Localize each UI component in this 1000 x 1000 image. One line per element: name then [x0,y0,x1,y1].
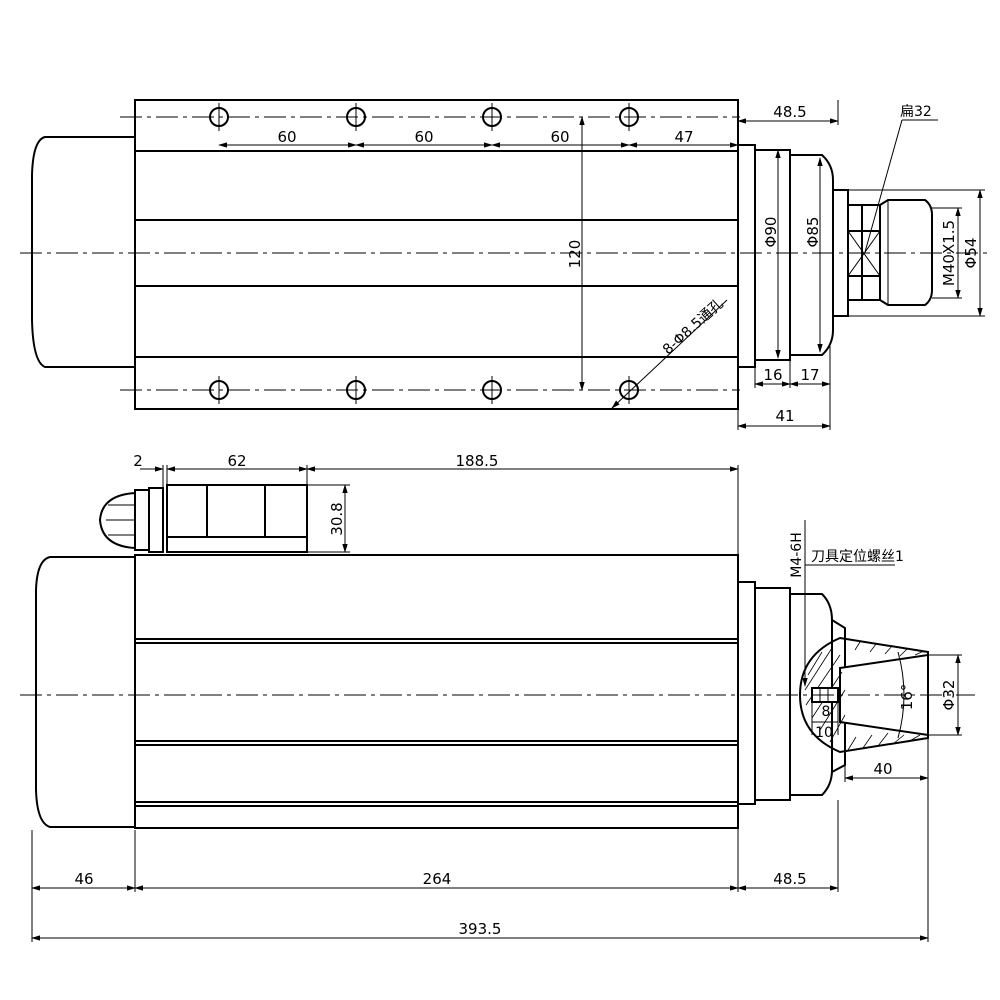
dim-flange-dia: Φ90 [762,217,780,248]
dim-hole-span: 120 [566,240,584,269]
dim-screw-depth: 8 [822,704,831,720]
dim-hole-pitch-3: 60 [550,128,569,146]
mounting-holes [209,103,639,404]
dim-wrench-flat: 扁32 [900,104,932,120]
dim-gap: 2 [133,452,143,470]
dim-rear-cap: 46 [74,870,93,888]
dim-screw-note: 刀具定位螺丝1 [811,549,904,565]
dim-nut-dia: Φ85 [804,217,822,248]
dim-collet-dia: Φ54 [962,238,980,269]
dim-box-length: 62 [227,452,246,470]
dim-screw-thread: M4-6H [789,532,805,577]
dim-hole-pitch-1: 60 [277,128,296,146]
dim-bore-dia: Φ32 [940,680,958,711]
section-hatch [804,641,925,751]
dim-thread: M40X1.5 [940,220,958,286]
top-flange [737,144,756,368]
dim-step-2: 17 [800,366,819,384]
cable-gland [98,487,164,553]
dim-overall-length: 393.5 [459,920,502,938]
top-rear-cap [31,136,135,368]
top-view: 60 60 60 47 120 48.5 扁32 Φ90 Φ85 M40X1.5… [20,99,990,430]
dim-box-height: 30.8 [328,502,346,535]
dim-screw-offset: 10 [815,725,833,741]
side-body [134,554,739,829]
dim-hole-pitch-2: 60 [414,128,433,146]
dim-bore-depth: 40 [873,760,892,778]
junction-box [166,484,308,553]
dim-hole-to-front: 47 [674,128,693,146]
side-rear-cap [35,556,135,828]
dim-nose-length: 41 [775,407,794,425]
dim-box-to-front: 188.5 [456,452,499,470]
dim-step-1: 16 [763,366,782,384]
dim-holes-note: 8-Φ8.5通孔 [660,296,727,358]
dim-front-length: 48.5 [773,870,806,888]
side-flange [737,581,756,805]
dim-body-length: 264 [423,870,452,888]
side-view: 2 62 188.5 30.8 M4-6H 刀具定位螺丝1 16° Φ32 8 … [20,452,975,942]
dim-flange-length: 48.5 [773,103,806,121]
collet-section [798,636,929,754]
top-body [134,99,739,410]
top-nut [754,149,791,361]
dim-taper-angle: 16° [898,684,916,711]
